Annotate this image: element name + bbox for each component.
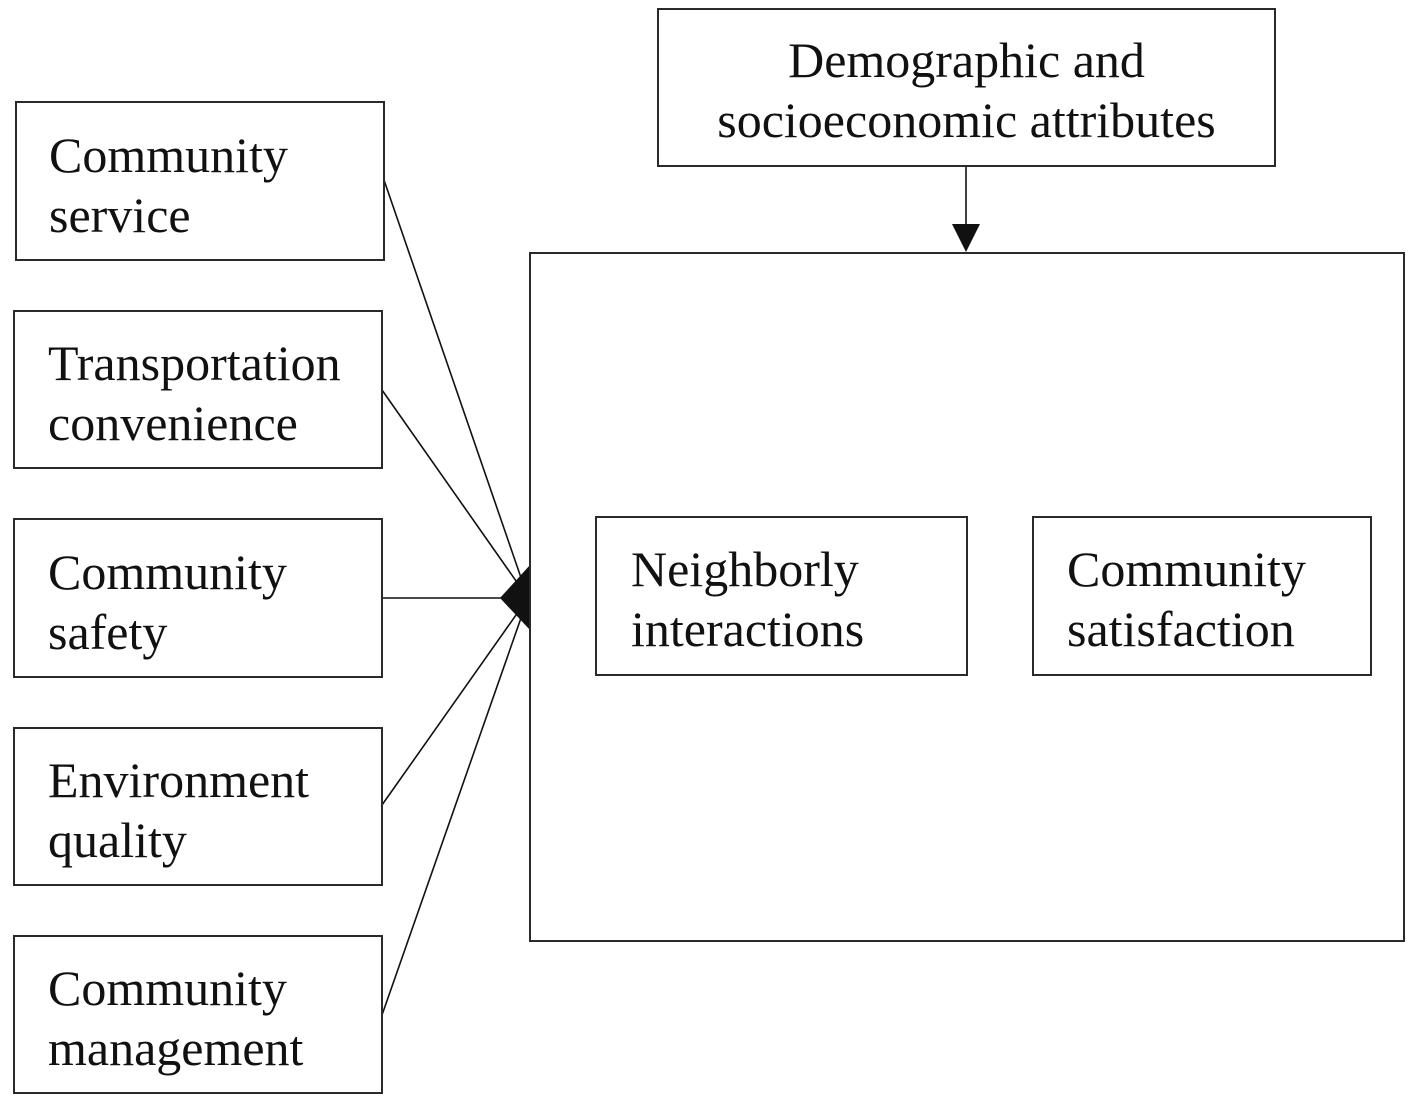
neighborly-line-2: interactions [631, 601, 865, 657]
transportation-line-2: convenience [48, 395, 298, 451]
satisfaction-line-2: satisfaction [1067, 601, 1295, 657]
community-management-box: Community management [13, 935, 383, 1094]
neighborly-line-1: Neighborly [631, 541, 859, 597]
edge-community-management [381, 597, 529, 1016]
environment-quality-line-1: Environment [48, 752, 310, 808]
demographic-line-1: Demographic and [788, 32, 1145, 88]
community-safety-line-2: safety [48, 604, 168, 660]
transportation-line-1: Transportation [48, 335, 341, 391]
community-service-line-2: service [49, 187, 191, 243]
community-safety-line-1: Community [48, 544, 287, 600]
community-service-line-1: Community [49, 127, 288, 183]
arrowhead-down-icon [952, 224, 980, 252]
demographic-attributes-box: Demographic and socioeconomic attributes [657, 8, 1276, 167]
edge-environment-quality [381, 597, 529, 806]
edge-community-service [383, 179, 529, 599]
community-management-line-1: Community [48, 960, 287, 1016]
community-service-box: Community service [15, 101, 385, 261]
neighborly-interactions-box: Neighborly interactions [595, 516, 968, 676]
demographic-line-2: socioeconomic attributes [717, 92, 1216, 148]
transportation-convenience-box: Transportation convenience [13, 310, 383, 469]
environment-quality-line-2: quality [48, 812, 187, 868]
edge-transportation-convenience [381, 389, 529, 599]
community-management-line-2: management [48, 1020, 304, 1076]
community-safety-box: Community safety [13, 518, 383, 678]
satisfaction-line-1: Community [1067, 541, 1306, 597]
community-satisfaction-box: Community satisfaction [1032, 516, 1372, 676]
environment-quality-box: Environment quality [13, 727, 383, 886]
converging-arrowhead-icon [500, 565, 530, 630]
